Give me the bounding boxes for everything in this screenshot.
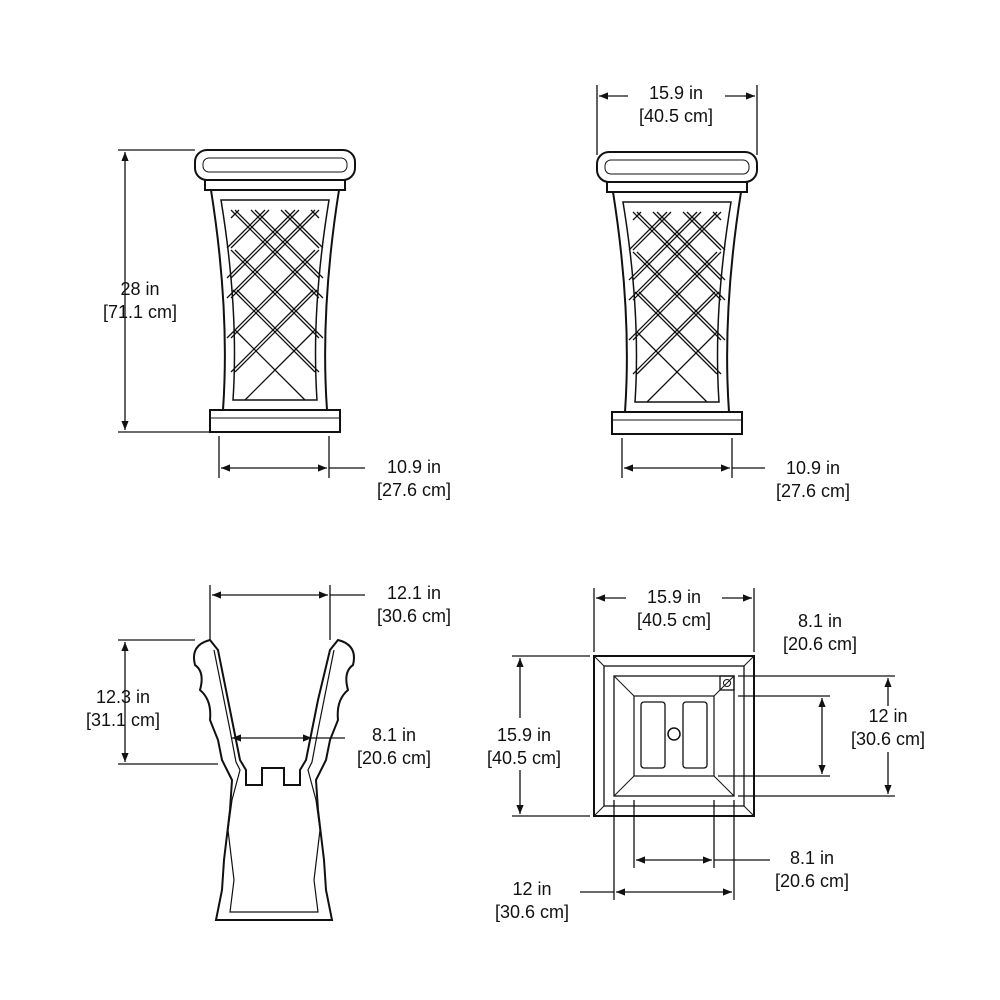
metric-value: [27.6 cm] xyxy=(775,481,851,501)
metric-value: [40.5 cm] xyxy=(486,748,562,768)
metric-value: [40.5 cm] xyxy=(636,610,712,630)
imperial-value: 28 in xyxy=(120,279,160,299)
imperial-value: 15.9 in xyxy=(496,725,552,745)
metric-value: [40.5 cm] xyxy=(638,106,714,126)
metric-value: [20.6 cm] xyxy=(774,871,850,891)
imperial-value: 12 in xyxy=(868,706,908,726)
top-view-height-label: 15.9 in [40.5 cm] xyxy=(487,724,561,770)
imperial-value: 12.3 in xyxy=(95,687,151,707)
imperial-value: 8.1 in xyxy=(797,611,843,631)
imperial-value: 10.9 in xyxy=(386,457,442,477)
side-top-width-label: 15.9 in [40.5 cm] xyxy=(639,82,713,128)
imperial-value: 15.9 in xyxy=(646,587,702,607)
side-base-width-label: 10.9 in [27.6 cm] xyxy=(776,457,850,503)
cross-section-view xyxy=(118,585,365,921)
imperial-value: 8.1 in xyxy=(789,848,835,868)
metric-value: [31.1 cm] xyxy=(85,710,161,730)
top-view-inner-right-label: 8.1 in [20.6 cm] xyxy=(783,610,857,656)
imperial-value: 12 in xyxy=(512,879,552,899)
top-view-width-label: 15.9 in [40.5 cm] xyxy=(637,586,711,632)
top-view xyxy=(512,588,895,900)
front-base-width-label: 10.9 in [27.6 cm] xyxy=(377,456,451,502)
imperial-value: 12.1 in xyxy=(386,583,442,603)
metric-value: [71.1 cm] xyxy=(102,302,178,322)
metric-value: [30.6 cm] xyxy=(376,606,452,626)
front-view xyxy=(118,149,365,478)
imperial-value: 10.9 in xyxy=(785,458,841,478)
top-view-opening-right-label: 12 in [30.6 cm] xyxy=(851,705,925,751)
imperial-value: 8.1 in xyxy=(371,725,417,745)
metric-value: [30.6 cm] xyxy=(494,902,570,922)
metric-value: [20.6 cm] xyxy=(356,748,432,768)
metric-value: [30.6 cm] xyxy=(850,729,926,749)
imperial-value: 15.9 in xyxy=(648,83,704,103)
side-view xyxy=(596,85,765,478)
section-inner-width-label: 8.1 in [20.6 cm] xyxy=(357,724,431,770)
metric-value: [20.6 cm] xyxy=(782,634,858,654)
metric-value: [27.6 cm] xyxy=(376,480,452,500)
top-view-inner-bottom-label: 8.1 in [20.6 cm] xyxy=(775,847,849,893)
front-height-label: 28 in [71.1 cm] xyxy=(103,278,177,324)
section-top-width-label: 12.1 in [30.6 cm] xyxy=(377,582,451,628)
section-depth-label: 12.3 in [31.1 cm] xyxy=(86,686,160,732)
top-view-opening-bottom-label: 12 in [30.6 cm] xyxy=(495,878,569,924)
